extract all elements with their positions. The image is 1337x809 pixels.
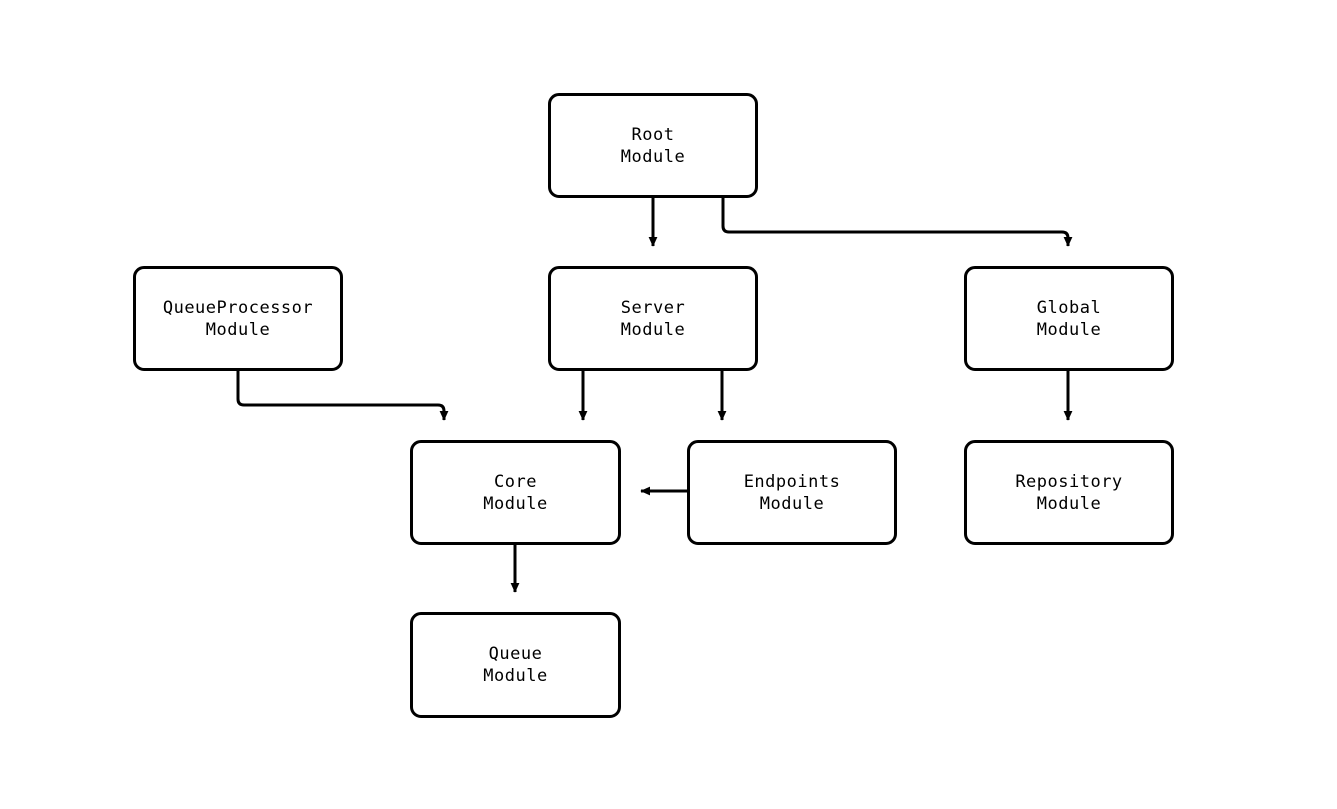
node-server-label-line1: Server [620,297,686,318]
node-queue[interactable]: Queue Module [410,612,621,718]
node-endpoints-label-line1: Endpoints [743,471,841,492]
node-global-label-line2: Module [1036,319,1102,340]
node-core[interactable]: Core Module [410,440,621,545]
node-core-label-line2: Module [483,493,548,514]
node-global[interactable]: Global Module [964,266,1174,371]
node-root-label-line1: Root [631,124,675,145]
node-queueprocessor-label-line2: Module [205,319,271,340]
node-root-label-line2: Module [620,146,686,167]
edge-root-to-global [721,198,1073,247]
node-root[interactable]: Root Module [548,93,758,198]
node-repository-label-line1: Repository [1015,471,1123,492]
node-global-label-line1: Global [1036,297,1102,318]
edge-queueprocessor-to-core [236,371,449,421]
node-endpoints-label-line2: Module [759,493,825,514]
node-repository[interactable]: Repository Module [964,440,1174,545]
node-repository-label-line2: Module [1036,493,1102,514]
node-queueprocessor[interactable]: QueueProcessor Module [133,266,343,371]
node-queueprocessor-label-line1: QueueProcessor [162,297,314,318]
node-server-label-line2: Module [620,319,686,340]
node-queue-label-line1: Queue [488,644,543,664]
node-core-label-line1: Core [494,471,537,492]
node-server[interactable]: Server Module [548,266,758,371]
node-queue-label-line2: Module [483,666,548,686]
node-endpoints[interactable]: Endpoints Module [687,440,897,545]
